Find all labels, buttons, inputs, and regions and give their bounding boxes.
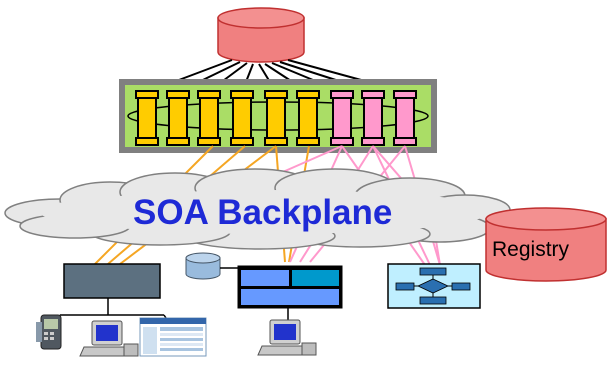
registry-database-icon	[485, 207, 607, 282]
screenshot-icon	[139, 317, 207, 357]
soa-backplane-label: SOA Backplane	[133, 193, 392, 232]
desktop-computer-icon-2	[257, 319, 317, 356]
small-database-icon	[185, 252, 221, 280]
service-yellow-2	[166, 90, 190, 146]
service-yellow-4	[230, 90, 254, 146]
service-pink-2	[361, 90, 385, 146]
left-application-box	[63, 263, 161, 299]
service-yellow-5	[264, 90, 288, 146]
registry-label: Registry	[492, 238, 570, 261]
middle-application-box	[237, 265, 343, 309]
service-yellow-1	[135, 90, 159, 146]
cloud-fill	[40, 190, 490, 234]
workflow-chart-icon	[387, 263, 481, 309]
service-pink-3	[393, 90, 417, 146]
top-database-icon	[217, 7, 305, 63]
phone-icon	[36, 314, 62, 350]
service-yellow-3	[197, 90, 221, 146]
service-yellow-6	[296, 90, 320, 146]
yellow-services	[135, 90, 320, 146]
desktop-computer-icon	[79, 320, 139, 357]
pink-services	[330, 90, 417, 146]
service-pink-1	[330, 90, 354, 146]
